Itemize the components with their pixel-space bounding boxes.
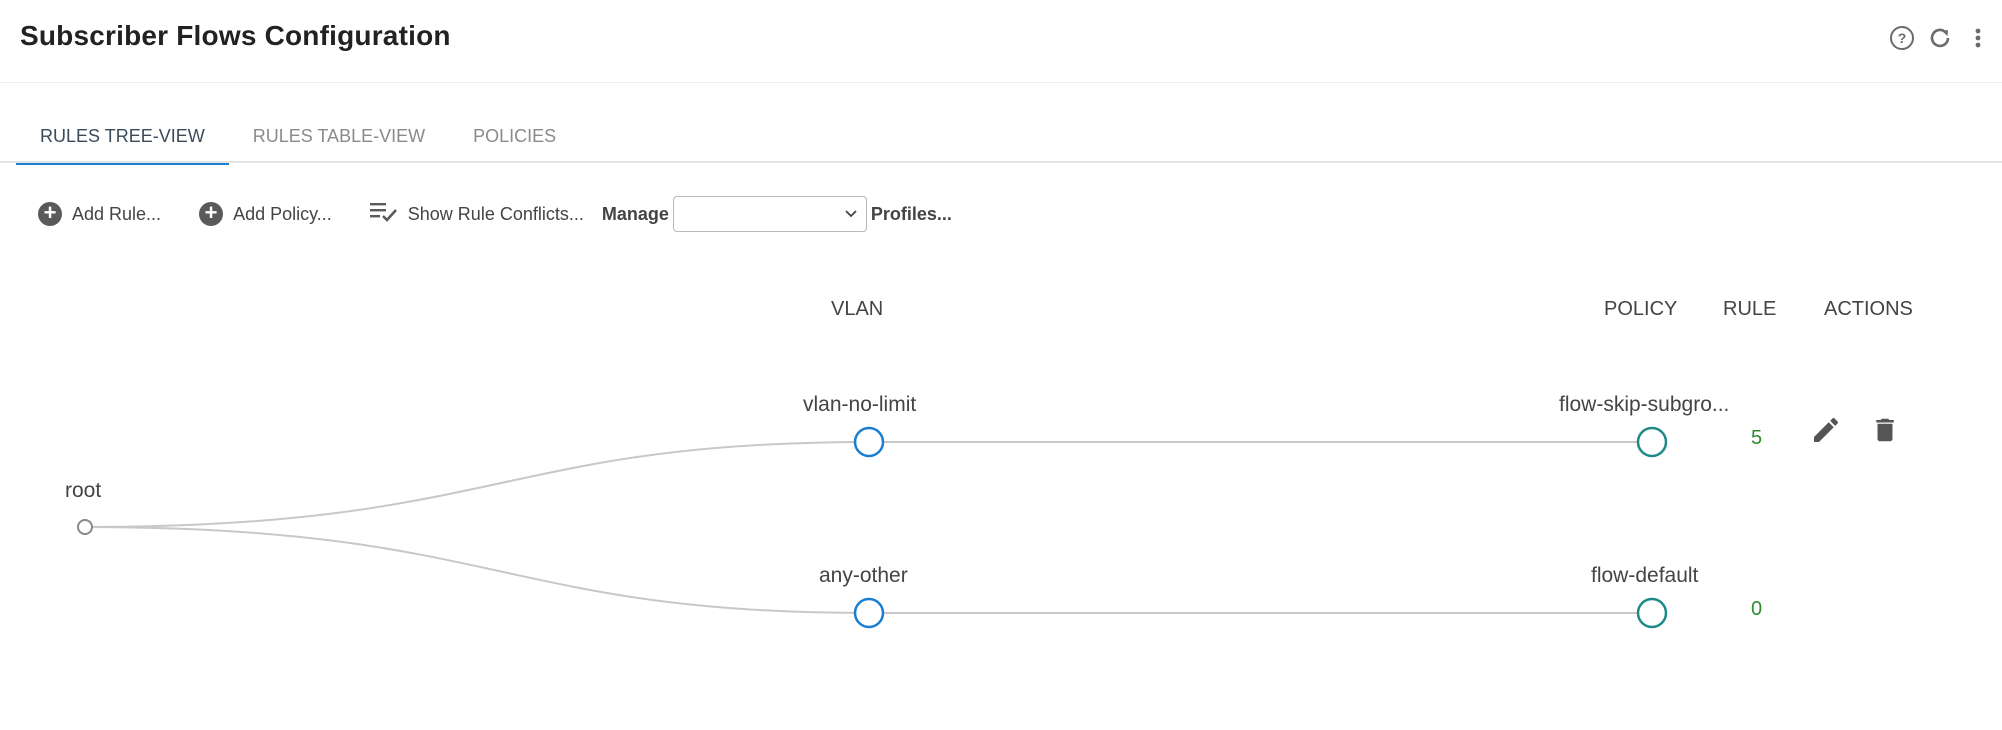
column-header-vlan: VLAN [831,298,884,320]
help-icon[interactable]: ? [1888,24,1916,52]
add-circle-icon: + [38,202,62,226]
vlan-label: vlan-no-limit [803,393,917,416]
show-rule-conflicts-button[interactable]: Show Rule Conflicts... [369,201,584,228]
policy-node [1636,426,1668,458]
tree-link [84,441,870,528]
header-actions: ? [1888,24,1992,52]
tree-link [84,526,870,614]
policy-label: flow-skip-subgro... [1559,393,1730,416]
vlan-label: any-other [819,564,908,587]
tab-rules-table-view[interactable]: RULES TABLE-VIEW [252,126,426,146]
delete-rule-button[interactable] [1870,414,1900,451]
profiles-link[interactable]: Profiles... [870,203,952,224]
column-header-policy: POLICY [1604,298,1678,320]
vlan-node [853,597,885,629]
page-title: Subscriber Flows Configuration [20,20,451,51]
root-node [77,519,93,535]
toolbar: + Add Rule... + Add Policy... Show Rule … [38,196,952,232]
root-label: root [65,479,102,502]
add-policy-button[interactable]: + Add Policy... [199,202,332,226]
rule-count: 0 [1751,598,1763,620]
manage-label: Manage [601,203,669,224]
delete-icon [1870,414,1900,451]
svg-text:?: ? [1898,30,1907,46]
tabs-divider [0,161,2002,163]
add-rule-button[interactable]: + Add Rule... [38,202,161,226]
refresh-icon[interactable] [1926,24,1954,52]
more-vert-icon[interactable] [1964,24,1992,52]
column-header-rule: RULE [1723,298,1777,320]
add-circle-icon: + [199,202,224,226]
checklist-icon [369,201,398,228]
policy-node [1636,597,1668,629]
page-header: Subscriber Flows Configuration ? [0,0,2002,83]
chevron-down-icon [844,206,858,225]
view-tabs: RULES TREE-VIEW RULES TABLE-VIEW POLICIE… [16,118,580,165]
show-rule-conflicts-label: Show Rule Conflicts... [407,203,584,224]
rule-count: 5 [1751,427,1763,449]
policy-label: flow-default [1591,564,1699,587]
edit-rule-button[interactable] [1810,414,1842,451]
edit-icon [1810,414,1842,451]
add-policy-label: Add Policy... [233,203,332,224]
manage-profile-select[interactable] [672,196,867,232]
vlan-node [853,426,885,458]
add-rule-label: Add Rule... [72,203,162,224]
tab-policies[interactable]: POLICIES [473,126,557,146]
tab-rules-tree-view[interactable]: RULES TREE-VIEW [16,118,229,165]
column-header-actions: ACTIONS [1824,298,1913,320]
